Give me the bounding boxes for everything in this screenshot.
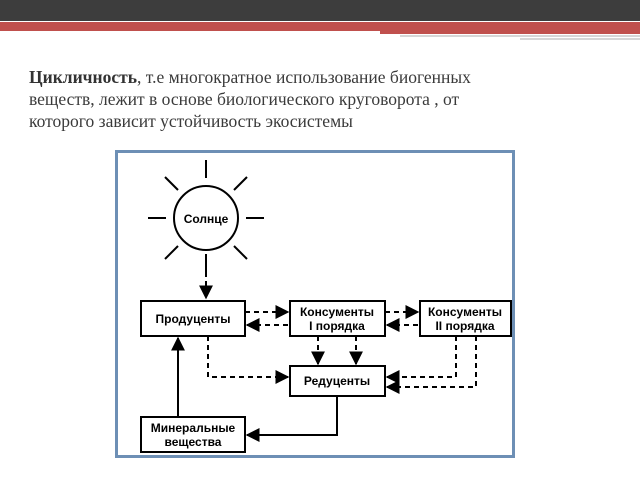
consumers-2-label-line1: Консументы [428, 305, 502, 319]
arrow-producers-reducers [207, 336, 290, 384]
arrow-consumers2-reducers-a [385, 336, 457, 384]
cycle-diagram: Солнце Продуценты Консументы I порядка К… [140, 160, 512, 453]
title-band [0, 0, 640, 21]
consumers-1-label-line2: I порядка [309, 319, 365, 333]
minerals-label-line1: Минеральные [151, 421, 236, 435]
producers-box [140, 300, 246, 337]
accent-lines [380, 31, 640, 43]
arrow-consumers2-reducers-b [385, 336, 477, 394]
consumers-2-label-line2: II порядка [435, 319, 494, 333]
reducers-label: Редуценты [304, 374, 370, 388]
accent-line-2 [400, 35, 640, 37]
diagram-frame: Солнце Продуценты Консументы I порядка К… [115, 150, 515, 458]
arrow-reducers-minerals [245, 396, 338, 442]
accent-line-3 [520, 38, 640, 40]
body-line-1: Цикличность, т.е многократное использова… [29, 66, 629, 88]
body-line-2: веществ, лежит в основе биологического к… [29, 89, 460, 109]
producers-label: Продуценты [156, 312, 231, 326]
minerals-box [140, 416, 246, 453]
consumers-1-box [289, 300, 386, 337]
consumers-1-label-line1: Консументы [300, 305, 374, 319]
minerals-label-line2: вещества [165, 435, 222, 449]
bold-term: Цикличность [29, 67, 137, 87]
consumers-2-box [419, 300, 512, 337]
body-text: Цикличность, т.е многократное использова… [29, 66, 629, 132]
sun-icon [148, 160, 264, 276]
body-line-1-rest: , т.е многократное использование биогенн… [137, 67, 471, 87]
sun-label: Солнце [184, 212, 229, 226]
accent-line-1 [380, 31, 640, 34]
accent-bar [0, 22, 640, 31]
body-line-3: которого зависит устойчивость экосистемы [29, 111, 353, 131]
